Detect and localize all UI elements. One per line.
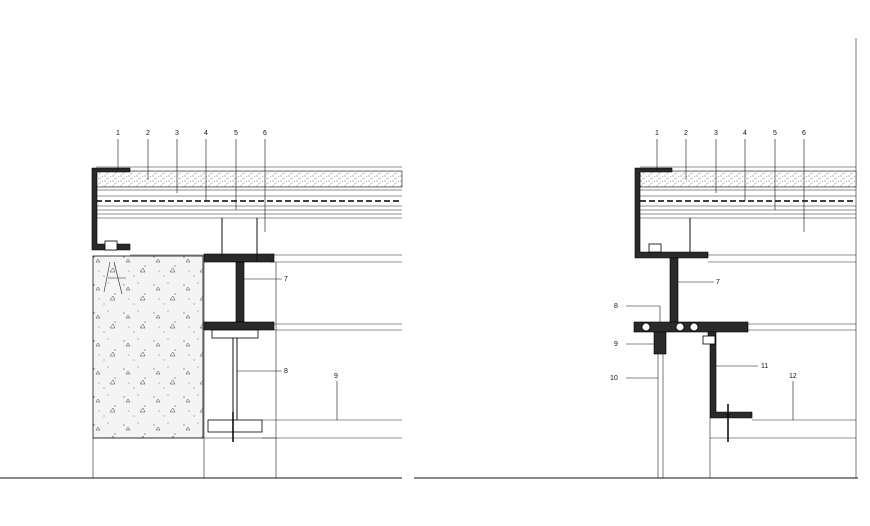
label-9: 9 [334, 373, 338, 380]
label-11-right: 11 [761, 363, 768, 370]
concrete-wall [92, 255, 204, 439]
label-8-right: 8 [614, 303, 618, 310]
gravel-layer [95, 170, 403, 188]
label-5-right: 5 [773, 130, 777, 137]
steel-post-right [669, 257, 679, 325]
label-1-right: 1 [655, 130, 659, 137]
gravel-layer-right [639, 170, 857, 188]
beam-web [235, 261, 245, 323]
label-2: 2 [146, 130, 150, 137]
label-4-right: 4 [743, 130, 747, 137]
label-7: 7 [284, 276, 288, 283]
label-6-right: 6 [802, 130, 806, 137]
label-7-right: 7 [716, 279, 720, 286]
window-frame [653, 331, 667, 355]
left-top-labels: 1 2 3 4 5 6 [116, 130, 267, 232]
label-1: 1 [116, 130, 120, 137]
left-side-labels: 7 8 9 [237, 276, 338, 420]
label-12-right: 12 [789, 373, 797, 380]
ceiling-bracket [207, 419, 263, 433]
label-3: 3 [175, 130, 179, 137]
beam-top-flange [203, 253, 275, 263]
left-detail: 1 2 3 4 5 6 7 8 9 [0, 130, 403, 479]
label-4: 4 [204, 130, 208, 137]
z-profile [707, 331, 753, 419]
label-3-right: 3 [714, 130, 718, 137]
right-side-labels: 7 8 9 10 11 12 [610, 279, 797, 420]
edge-profile-right [634, 167, 709, 259]
label-10-right: 10 [610, 375, 618, 382]
beam-bottom-flange [203, 321, 275, 331]
edge-bolt [104, 240, 118, 251]
label-9-right: 9 [614, 341, 618, 348]
label-6: 6 [263, 130, 267, 137]
right-detail: 1 2 3 4 5 6 7 8 9 10 11 12 [414, 38, 858, 479]
right-top-labels: 1 2 3 4 5 6 [655, 130, 806, 232]
label-5: 5 [234, 130, 238, 137]
label-2-right: 2 [684, 130, 688, 137]
label-8: 8 [284, 368, 288, 375]
